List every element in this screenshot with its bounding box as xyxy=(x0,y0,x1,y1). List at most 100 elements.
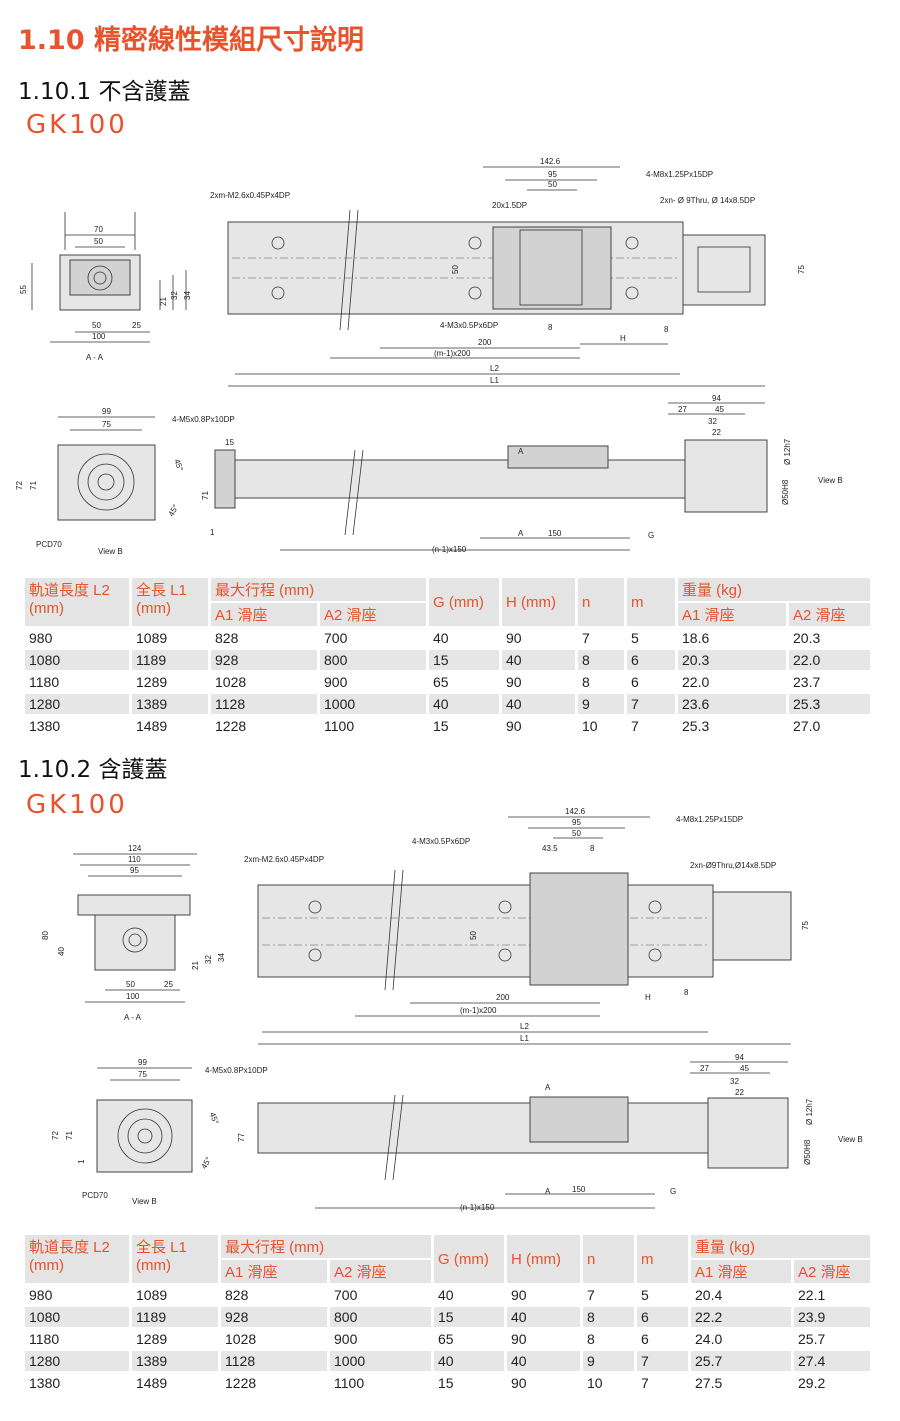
dim-200-cover: 200 xyxy=(496,993,510,1002)
cover-top xyxy=(77,894,191,916)
dim-72: 72 xyxy=(15,481,24,490)
dim-1-cover: 1 xyxy=(77,1159,86,1164)
col-weight-a2: A2 滑座 xyxy=(792,1259,873,1285)
label-a-bottom: A xyxy=(518,529,524,538)
side-rail xyxy=(234,459,686,499)
col-l2: 軌道長度 L2(mm) xyxy=(25,578,132,628)
carriage-cover xyxy=(529,872,629,986)
section-title: 1.10 精密線性模組尺寸說明 xyxy=(18,25,365,56)
dim-22: 22 xyxy=(712,428,721,437)
label-view-b-arrow-cover: View B xyxy=(838,1135,863,1144)
dimension-drawing-with-cover: 124 110 95 80 40 21 32 34 50 25 100 A - … xyxy=(41,807,863,1212)
label-thru-cover: 2xn-Ø9Thru,Ø14x8.5DP xyxy=(690,861,776,870)
dim-95-cover: 95 xyxy=(130,866,139,875)
end-view-b-cover: 99 75 4-M5x0.8Px10DP 72 71 1 45° 45° PCD… xyxy=(51,1058,268,1206)
top-view-cover: 142.6 95 50 43.5 8 4-M3x0.5Px6DP 4-M8x1.… xyxy=(244,807,810,1045)
col-m: m xyxy=(625,578,678,628)
dim-95: 95 xyxy=(548,170,557,179)
model-name-with-cover: GK100 xyxy=(26,790,128,820)
section-view-aa: 70 50 55 21 32 34 50 25 100 A - A xyxy=(19,212,192,362)
dim-43-5: 43.5 xyxy=(542,844,558,853)
label-view-b-cover: View B xyxy=(132,1197,157,1206)
dim-15: 15 xyxy=(225,438,234,447)
dim-50-vertical: 50 xyxy=(451,265,460,274)
dim-8-cover: 8 xyxy=(590,844,595,853)
dim-27: 27 xyxy=(678,405,687,414)
dim-75b-cover: 75 xyxy=(138,1070,147,1079)
model-name-no-cover: GK100 xyxy=(26,110,128,140)
dim-n150: (n-1)x150 xyxy=(432,545,467,554)
dim-25-cover: 25 xyxy=(164,980,173,989)
dim-45-cover: 45 xyxy=(740,1064,749,1073)
dim-m200-cover: (m-1)x200 xyxy=(460,1006,497,1015)
dim-71-side: 71 xyxy=(201,491,210,500)
dim-124: 124 xyxy=(128,844,142,853)
dim-77: 77 xyxy=(237,1133,246,1142)
motor-flange-cover xyxy=(712,891,792,961)
dim-80: 80 xyxy=(41,931,50,940)
section-body-cover xyxy=(94,914,176,971)
dim-50-top: 50 xyxy=(94,237,103,246)
angle-45-a-cover: 45° xyxy=(208,1111,221,1125)
section-label-aa: A - A xyxy=(86,353,104,362)
dim-71: 71 xyxy=(29,481,38,490)
col-g: G (mm) xyxy=(427,578,502,628)
dim-75-end: 75 xyxy=(102,420,111,429)
col-g: G (mm) xyxy=(432,1235,507,1285)
dim-75: 75 xyxy=(797,265,806,274)
col-stroke-a2: A2 滑座 xyxy=(318,602,429,628)
side-carriage-cover xyxy=(529,1096,629,1143)
dim-150: 150 xyxy=(548,529,562,538)
dim-1: 1 xyxy=(210,528,215,537)
col-h: H (mm) xyxy=(505,1235,583,1285)
dim-100-cover: 100 xyxy=(126,992,140,1001)
dim-32b-cover: 32 xyxy=(730,1077,739,1086)
dimension-drawing-no-cover: 70 50 55 21 32 34 50 25 100 A - A 142.6 … xyxy=(15,157,843,556)
dim-95b: 95 xyxy=(572,818,581,827)
dim-21: 21 xyxy=(159,297,168,306)
rail-body-cover xyxy=(257,884,714,978)
dim-150-cover: 150 xyxy=(572,1185,586,1194)
side-carriage xyxy=(507,445,609,469)
dim-21-cover: 21 xyxy=(191,961,200,970)
dim-71-cover: 71 xyxy=(65,1131,74,1140)
end-plate xyxy=(57,444,156,521)
section-view-aa-cover: 124 110 95 80 40 21 32 34 50 25 100 A - … xyxy=(41,844,226,1022)
label-m3: 4-M3x0.5Px6DP xyxy=(440,321,498,330)
dim-8-b: 8 xyxy=(664,325,669,334)
label-m8: 4-M8x1.25Px15DP xyxy=(646,170,713,179)
side-motor-flange-cover xyxy=(707,1097,789,1169)
end-view-b: 99 75 4-M5x0.8Px10DP 72 71 45° 45° PCD70… xyxy=(15,407,235,556)
dim-H: H xyxy=(620,334,626,343)
col-m: m xyxy=(635,1235,691,1285)
label-xm-m2-6: 2xm-M2.6x0.45Px4DP xyxy=(210,191,290,200)
dim-phi12h7-cover: Ø 12h7 xyxy=(805,1098,814,1125)
label-m8-cover: 4-M8x1.25Px15DP xyxy=(676,815,743,824)
dim-72-cover: 72 xyxy=(51,1131,60,1140)
dim-m200: (m-1)x200 xyxy=(434,349,471,358)
dim-99: 99 xyxy=(102,407,111,416)
dim-142-6: 142.6 xyxy=(540,157,561,166)
col-weight-a1: A1 滑座 xyxy=(676,602,789,628)
angle-45-a: 45° xyxy=(172,458,185,472)
label-m3-cover: 4-M3x0.5Px6DP xyxy=(412,837,470,846)
dim-142-6-cover: 142.6 xyxy=(565,807,586,816)
carriage xyxy=(492,226,612,310)
dim-phi12h7: Ø 12h7 xyxy=(783,438,792,465)
dim-32-side: 32 xyxy=(708,417,717,426)
col-weight: 重量 (kg) xyxy=(676,578,873,603)
dim-50-bottom: 50 xyxy=(92,321,101,330)
col-weight: 重量 (kg) xyxy=(689,1235,873,1260)
col-n: n xyxy=(576,578,627,628)
dim-110: 110 xyxy=(128,855,141,864)
dim-70: 70 xyxy=(94,225,103,234)
dim-n150-cover: (n-1)x150 xyxy=(460,1203,495,1212)
